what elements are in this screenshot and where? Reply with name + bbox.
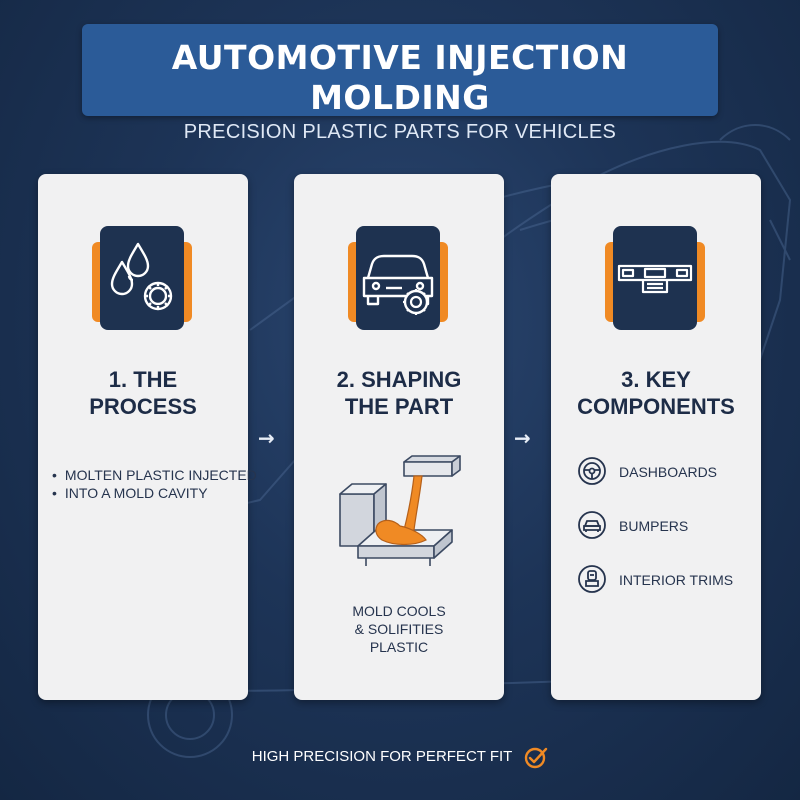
step-title: 3. KEY COMPONENTS [551, 366, 761, 420]
step-title-line2: COMPONENTS [577, 394, 735, 419]
step-icon-tile [599, 226, 711, 338]
component-item: INTERIOR TRIMS [577, 564, 757, 618]
step-title: 1. THE PROCESS [38, 366, 248, 420]
step-bullets: MOLTEN PLASTIC INJECTED INTO A MOLD CAVI… [52, 466, 257, 502]
step-card-shaping: 2. SHAPING THE PART MOLD COOLS & SOLIFIT… [294, 174, 504, 700]
bullet-item: INTO A MOLD CAVITY [52, 484, 242, 502]
step-icon-tile [86, 226, 198, 338]
step-caption: MOLD COOLS & SOLIFITIES PLASTIC [294, 602, 504, 656]
step-title: 2. SHAPING THE PART [294, 366, 504, 420]
step-title-line1: 2. SHAPING [336, 367, 462, 392]
car-front-icon [578, 511, 606, 539]
dashboard-icon [613, 226, 697, 330]
checkmark-icon [525, 747, 548, 769]
component-item: DASHBOARDS [577, 456, 757, 510]
steering-wheel-icon [578, 457, 606, 485]
caption-line: MOLD COOLS [352, 603, 446, 619]
page-subtitle: PRECISION PLASTIC PARTS FOR VEHICLES [183, 121, 617, 143]
component-label: DASHBOARDS [619, 464, 718, 480]
step-title-line2: PROCESS [89, 394, 197, 419]
component-item: BUMPERS [577, 510, 757, 564]
car-gear-icon [356, 226, 440, 330]
droplets-gear-icon [100, 226, 184, 330]
footer-tagline: HIGH PRECISION FOR PERFECT FIT [0, 744, 800, 770]
flow-arrow: → [258, 426, 275, 450]
flow-arrow: → [514, 426, 531, 450]
step-card-process: 1. THE PROCESS MOLTEN PLASTIC INJECTED I… [38, 174, 257, 700]
step-title-line1: 1. THE [108, 367, 178, 392]
footer-text: HIGH PRECISION FOR PERFECT FIT [251, 748, 513, 765]
component-label: INTERIOR TRIMS [619, 572, 734, 588]
page-title: AUTOMOTIVE INJECTION MOLDING [171, 38, 629, 117]
component-label: BUMPERS [619, 518, 689, 534]
caption-line: PLASTIC [369, 639, 429, 655]
step-card-components: 3. KEY COMPONENTS DASHBOARDS [551, 174, 761, 700]
step-title-line1: 3. KEY [621, 367, 691, 392]
bullet-item: MOLTEN PLASTIC INJECTED [52, 466, 257, 484]
caption-line: & SOLIFITIES [354, 621, 444, 637]
component-list: DASHBOARDS BUMPERS [577, 456, 757, 618]
step-title-line2: THE PART [344, 394, 454, 419]
step-icon-tile [342, 226, 454, 338]
seat-icon [578, 565, 606, 593]
injection-mold-illustration [339, 455, 461, 566]
title-banner: AUTOMOTIVE INJECTION MOLDING PRECISION P… [82, 24, 718, 143]
